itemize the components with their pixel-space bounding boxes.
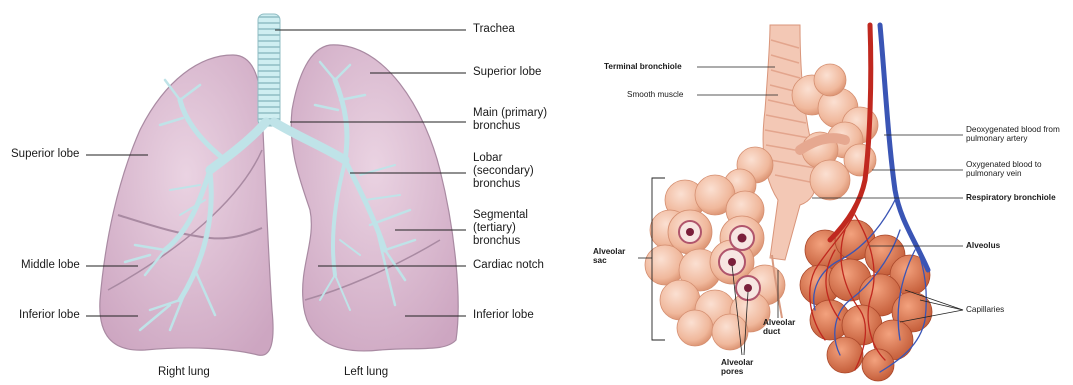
label-lobar-bronchus-line-3: bronchus [473, 178, 534, 191]
label-alveolar-duct-line-1: Alveolar [763, 318, 795, 327]
label-alveolus: Alveolus [966, 241, 1000, 250]
label-lobar-bronchus-line-2: (secondary) [473, 165, 534, 178]
label-main-bronchus-line-2: bronchus [473, 120, 547, 133]
label-segmental-bronchus-line-1: Segmental [473, 209, 528, 222]
label-segmental-bronchus-line-3: bronchus [473, 235, 528, 248]
label-segmental-bronchus-line-2: (tertiary) [473, 222, 528, 235]
label-alveolar-duct-line-2: duct [763, 327, 795, 336]
label-alveolar-duct: Alveolar duct [763, 318, 795, 337]
label-lobar-bronchus-line-1: Lobar [473, 152, 534, 165]
label-segmental-bronchus: Segmental (tertiary) bronchus [473, 209, 528, 249]
label-main-bronchus-line-1: Main (primary) [473, 107, 547, 120]
label-oxygenated-blood-line-1: Oxygenated blood to [966, 160, 1042, 169]
right-lung [100, 55, 273, 355]
label-alveolar-pores-line-1: Alveolar [721, 358, 753, 367]
label-middle-lobe: Middle lobe [21, 259, 80, 272]
label-oxygenated-blood-line-2: pulmonary vein [966, 169, 1042, 178]
label-inferior-lobe-right: Inferior lobe [19, 309, 80, 322]
label-deoxygenated-blood-line-1: Deoxygenated blood from [966, 125, 1060, 134]
label-alveolar-pores: Alveolar pores [721, 358, 753, 377]
label-superior-lobe-right: Superior lobe [11, 148, 79, 161]
label-deoxygenated-blood: Deoxygenated blood from pulmonary artery [966, 125, 1060, 144]
trachea-shape [258, 14, 280, 126]
label-main-bronchus: Main (primary) bronchus [473, 107, 547, 133]
label-oxygenated-blood: Oxygenated blood to pulmonary vein [966, 160, 1042, 179]
label-inferior-lobe-left: Inferior lobe [473, 309, 534, 322]
label-alveolar-pores-line-2: pores [721, 367, 753, 376]
label-terminal-bronchiole: Terminal bronchiole [604, 62, 682, 71]
label-cardiac-notch: Cardiac notch [473, 259, 544, 272]
pulmonary-artery [880, 25, 928, 270]
label-alveolar-sac-line-2: sac [593, 256, 625, 265]
lungs-illustration [100, 14, 458, 355]
label-alveolar-sac-line-1: Alveolar [593, 247, 625, 256]
label-left-lung: Left lung [344, 366, 388, 379]
label-smooth-muscle: Smooth muscle [627, 90, 683, 99]
label-respiratory-bronchiole: Respiratory bronchiole [966, 193, 1056, 202]
label-right-lung: Right lung [158, 366, 210, 379]
label-trachea: Trachea [473, 23, 515, 36]
label-deoxygenated-blood-line-2: pulmonary artery [966, 134, 1060, 143]
label-superior-lobe-left: Superior lobe [473, 66, 541, 79]
label-lobar-bronchus: Lobar (secondary) bronchus [473, 152, 534, 192]
label-alveolar-sac: Alveolar sac [593, 247, 625, 266]
label-capillaries: Capillaries [966, 305, 1004, 314]
capillary-alveoli-cluster [800, 220, 932, 381]
